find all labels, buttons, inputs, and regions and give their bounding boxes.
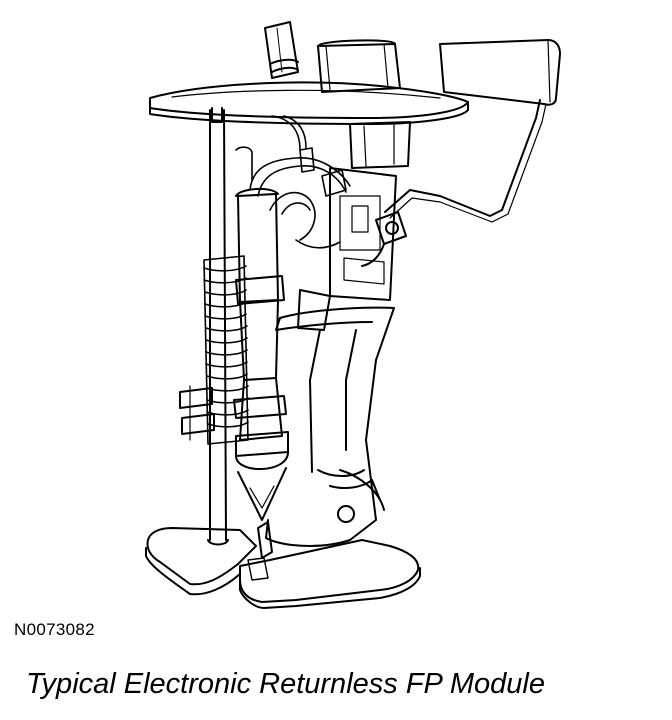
reservoir-bracket bbox=[297, 121, 411, 331]
internal-wiring bbox=[235, 115, 351, 249]
figure-caption: Typical Electronic Returnless FP Module bbox=[26, 668, 545, 700]
support-rod bbox=[207, 107, 229, 546]
figure-reference-code: N0073082 bbox=[14, 620, 95, 639]
fuel-pump-column bbox=[233, 188, 289, 521]
electrical-connector bbox=[317, 39, 401, 93]
pressure-regulator bbox=[361, 211, 407, 267]
mounting-flange bbox=[149, 81, 469, 125]
fuel-outlet-tube bbox=[264, 21, 299, 79]
fuel-reservoir bbox=[265, 306, 395, 547]
float-arm-assembly bbox=[384, 39, 561, 223]
fuel-pump-module-illustration bbox=[145, 21, 561, 609]
base-plate bbox=[145, 521, 421, 609]
retaining-clips bbox=[179, 385, 215, 441]
